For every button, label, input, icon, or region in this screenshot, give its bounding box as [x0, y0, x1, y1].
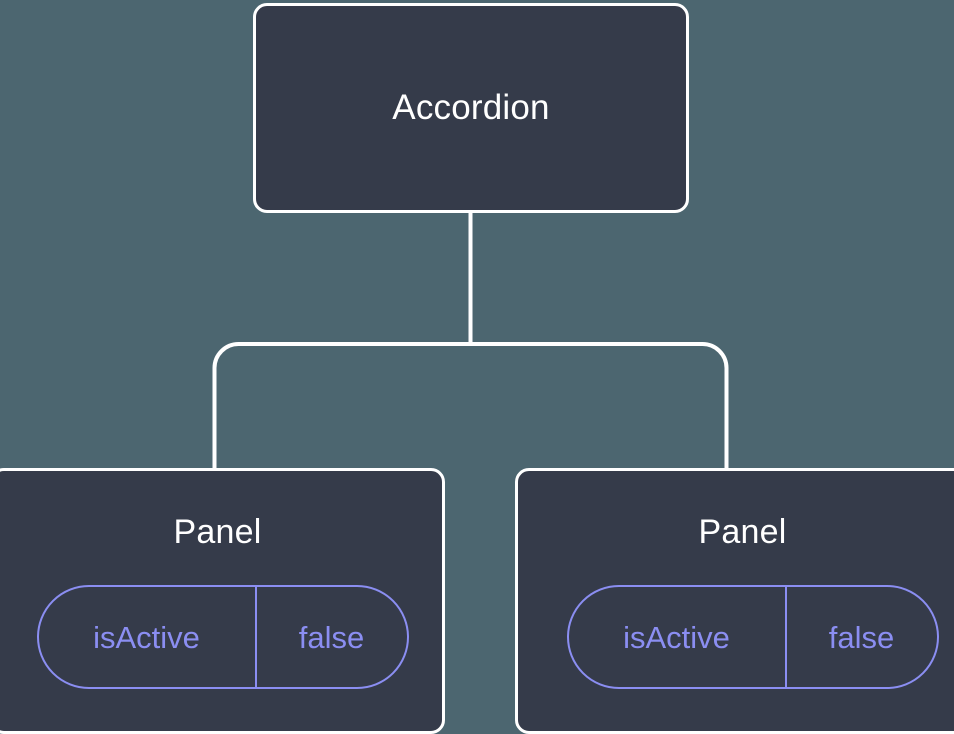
node-accordion-title: Accordion [392, 87, 550, 127]
node-panel-2[interactable]: Panel isActive false [515, 468, 954, 734]
prop-key-isactive-1: isActive [39, 587, 257, 688]
edge-root-to-panel-right [470, 342, 729, 470]
node-accordion[interactable]: Accordion [253, 3, 689, 213]
edge-root-to-panel-left [212, 342, 471, 470]
prop-pill-isactive-1[interactable]: isActive false [36, 585, 409, 690]
node-panel-1-title: Panel [173, 513, 262, 551]
prop-value-isactive-2: false [828, 619, 895, 655]
node-panel-2-title: Panel [698, 513, 787, 551]
node-panel-1[interactable]: Panel isActive false [0, 468, 445, 734]
prop-pill-isactive-2[interactable]: isActive false [566, 585, 939, 690]
prop-value-isactive-1: false [298, 619, 365, 655]
prop-key-isactive-2: isActive [569, 587, 787, 688]
